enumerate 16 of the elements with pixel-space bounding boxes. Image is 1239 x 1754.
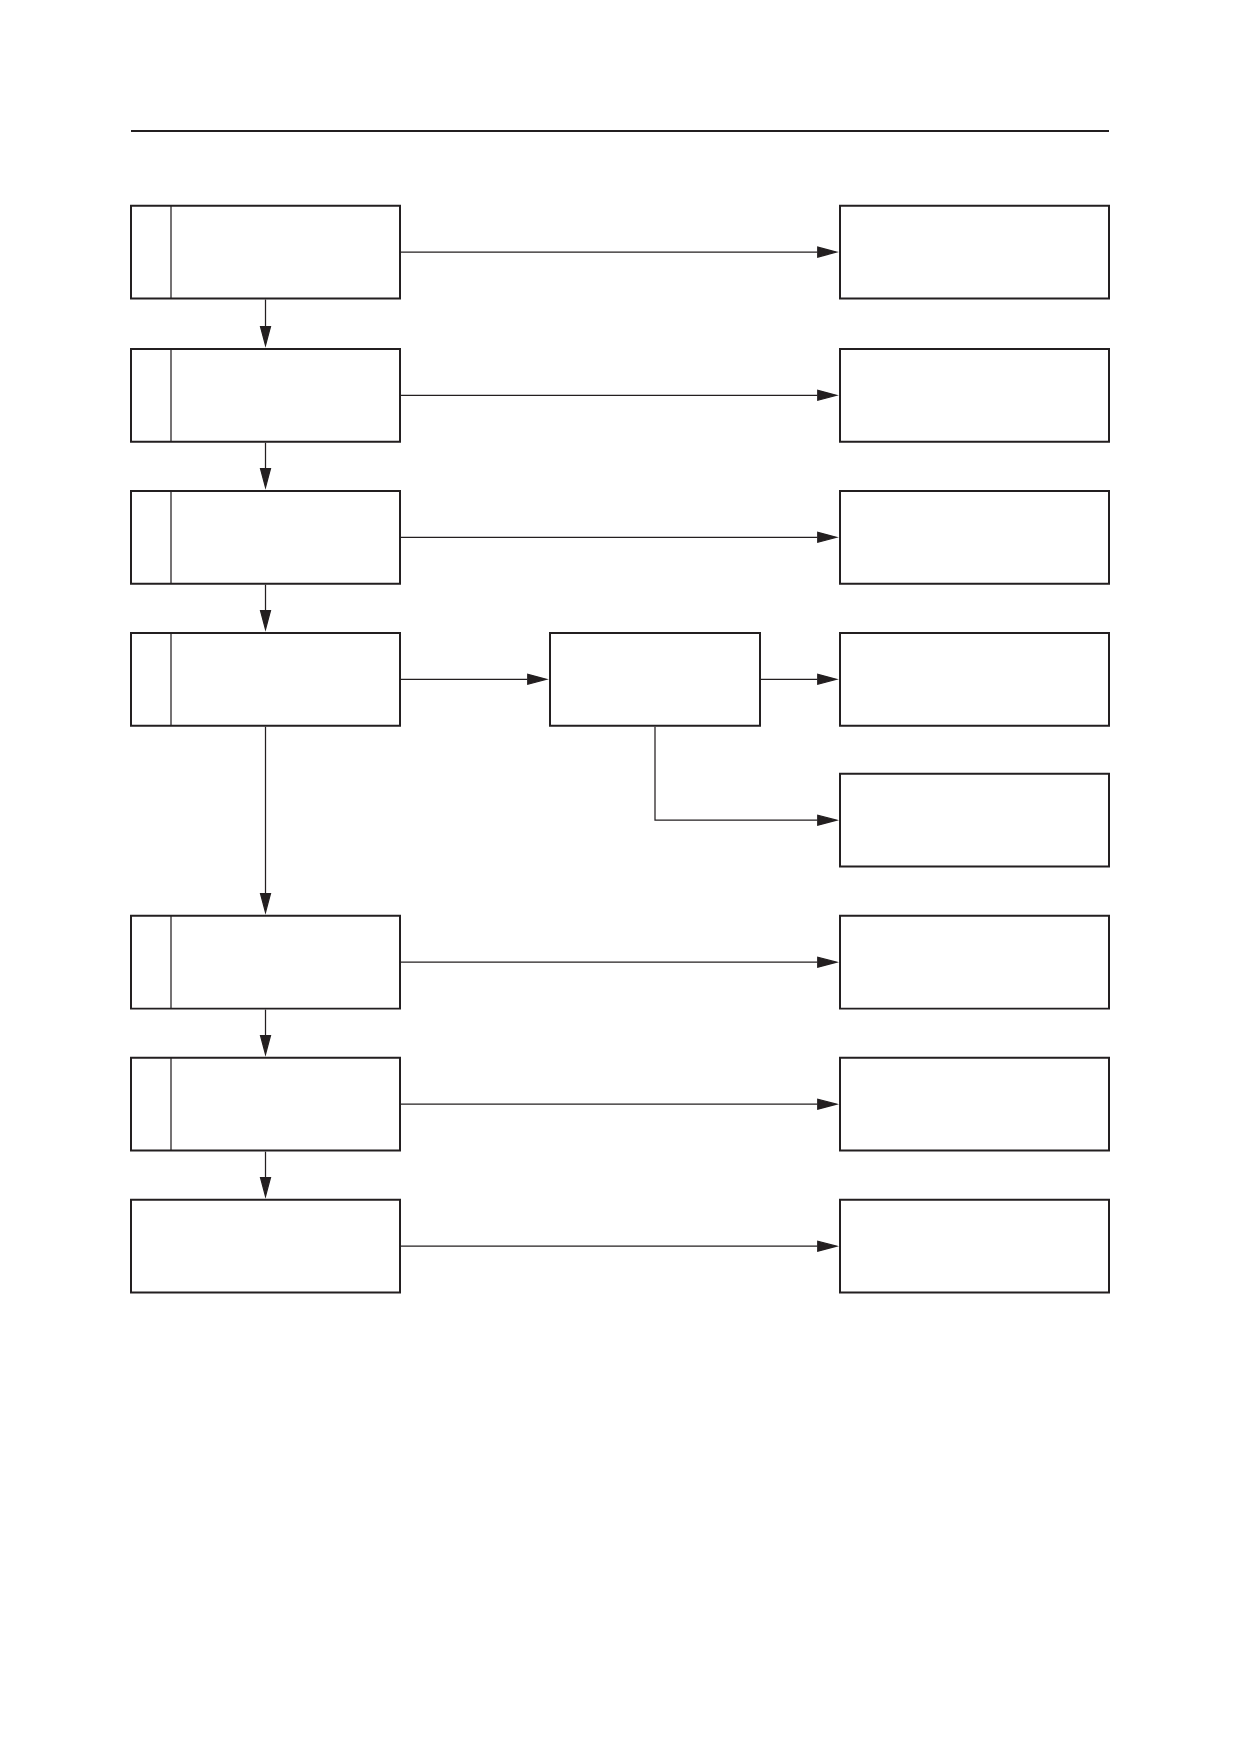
process-box <box>839 489 1110 585</box>
process-box <box>130 914 401 1010</box>
process-box <box>839 631 1110 727</box>
process-box <box>130 204 401 300</box>
process-box <box>130 631 401 727</box>
process-box <box>130 347 401 443</box>
process-box <box>130 1056 401 1152</box>
process-box <box>839 772 1110 868</box>
process-box <box>839 347 1110 443</box>
process-box <box>839 914 1110 1010</box>
process-box <box>130 489 401 585</box>
process-box <box>549 631 761 727</box>
process-box <box>839 204 1110 300</box>
process-box <box>130 1198 401 1294</box>
process-box <box>839 1198 1110 1294</box>
process-box <box>839 1056 1110 1152</box>
